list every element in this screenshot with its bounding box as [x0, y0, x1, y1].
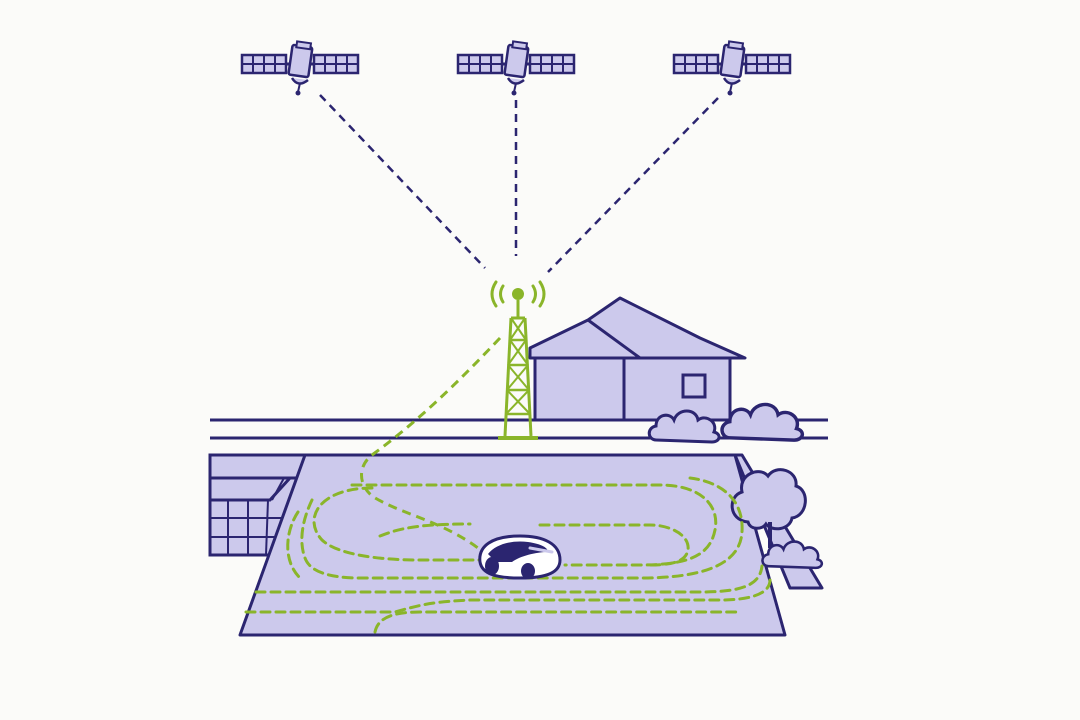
robotic-mower-icon: [478, 534, 562, 580]
shrub-icon: [720, 402, 805, 442]
mowing-path: [244, 476, 772, 634]
satellite-icon: [672, 39, 792, 97]
house-icon: [528, 296, 747, 422]
rtk-correction-link: [360, 336, 502, 550]
satellite-icon: [240, 39, 360, 97]
tree-icon: [730, 468, 807, 548]
shrub-icon: [761, 540, 824, 570]
satellite-signal-links: [319, 94, 719, 273]
satellite-icon: [456, 39, 576, 97]
rtk-antenna-tower-icon: [490, 280, 546, 440]
